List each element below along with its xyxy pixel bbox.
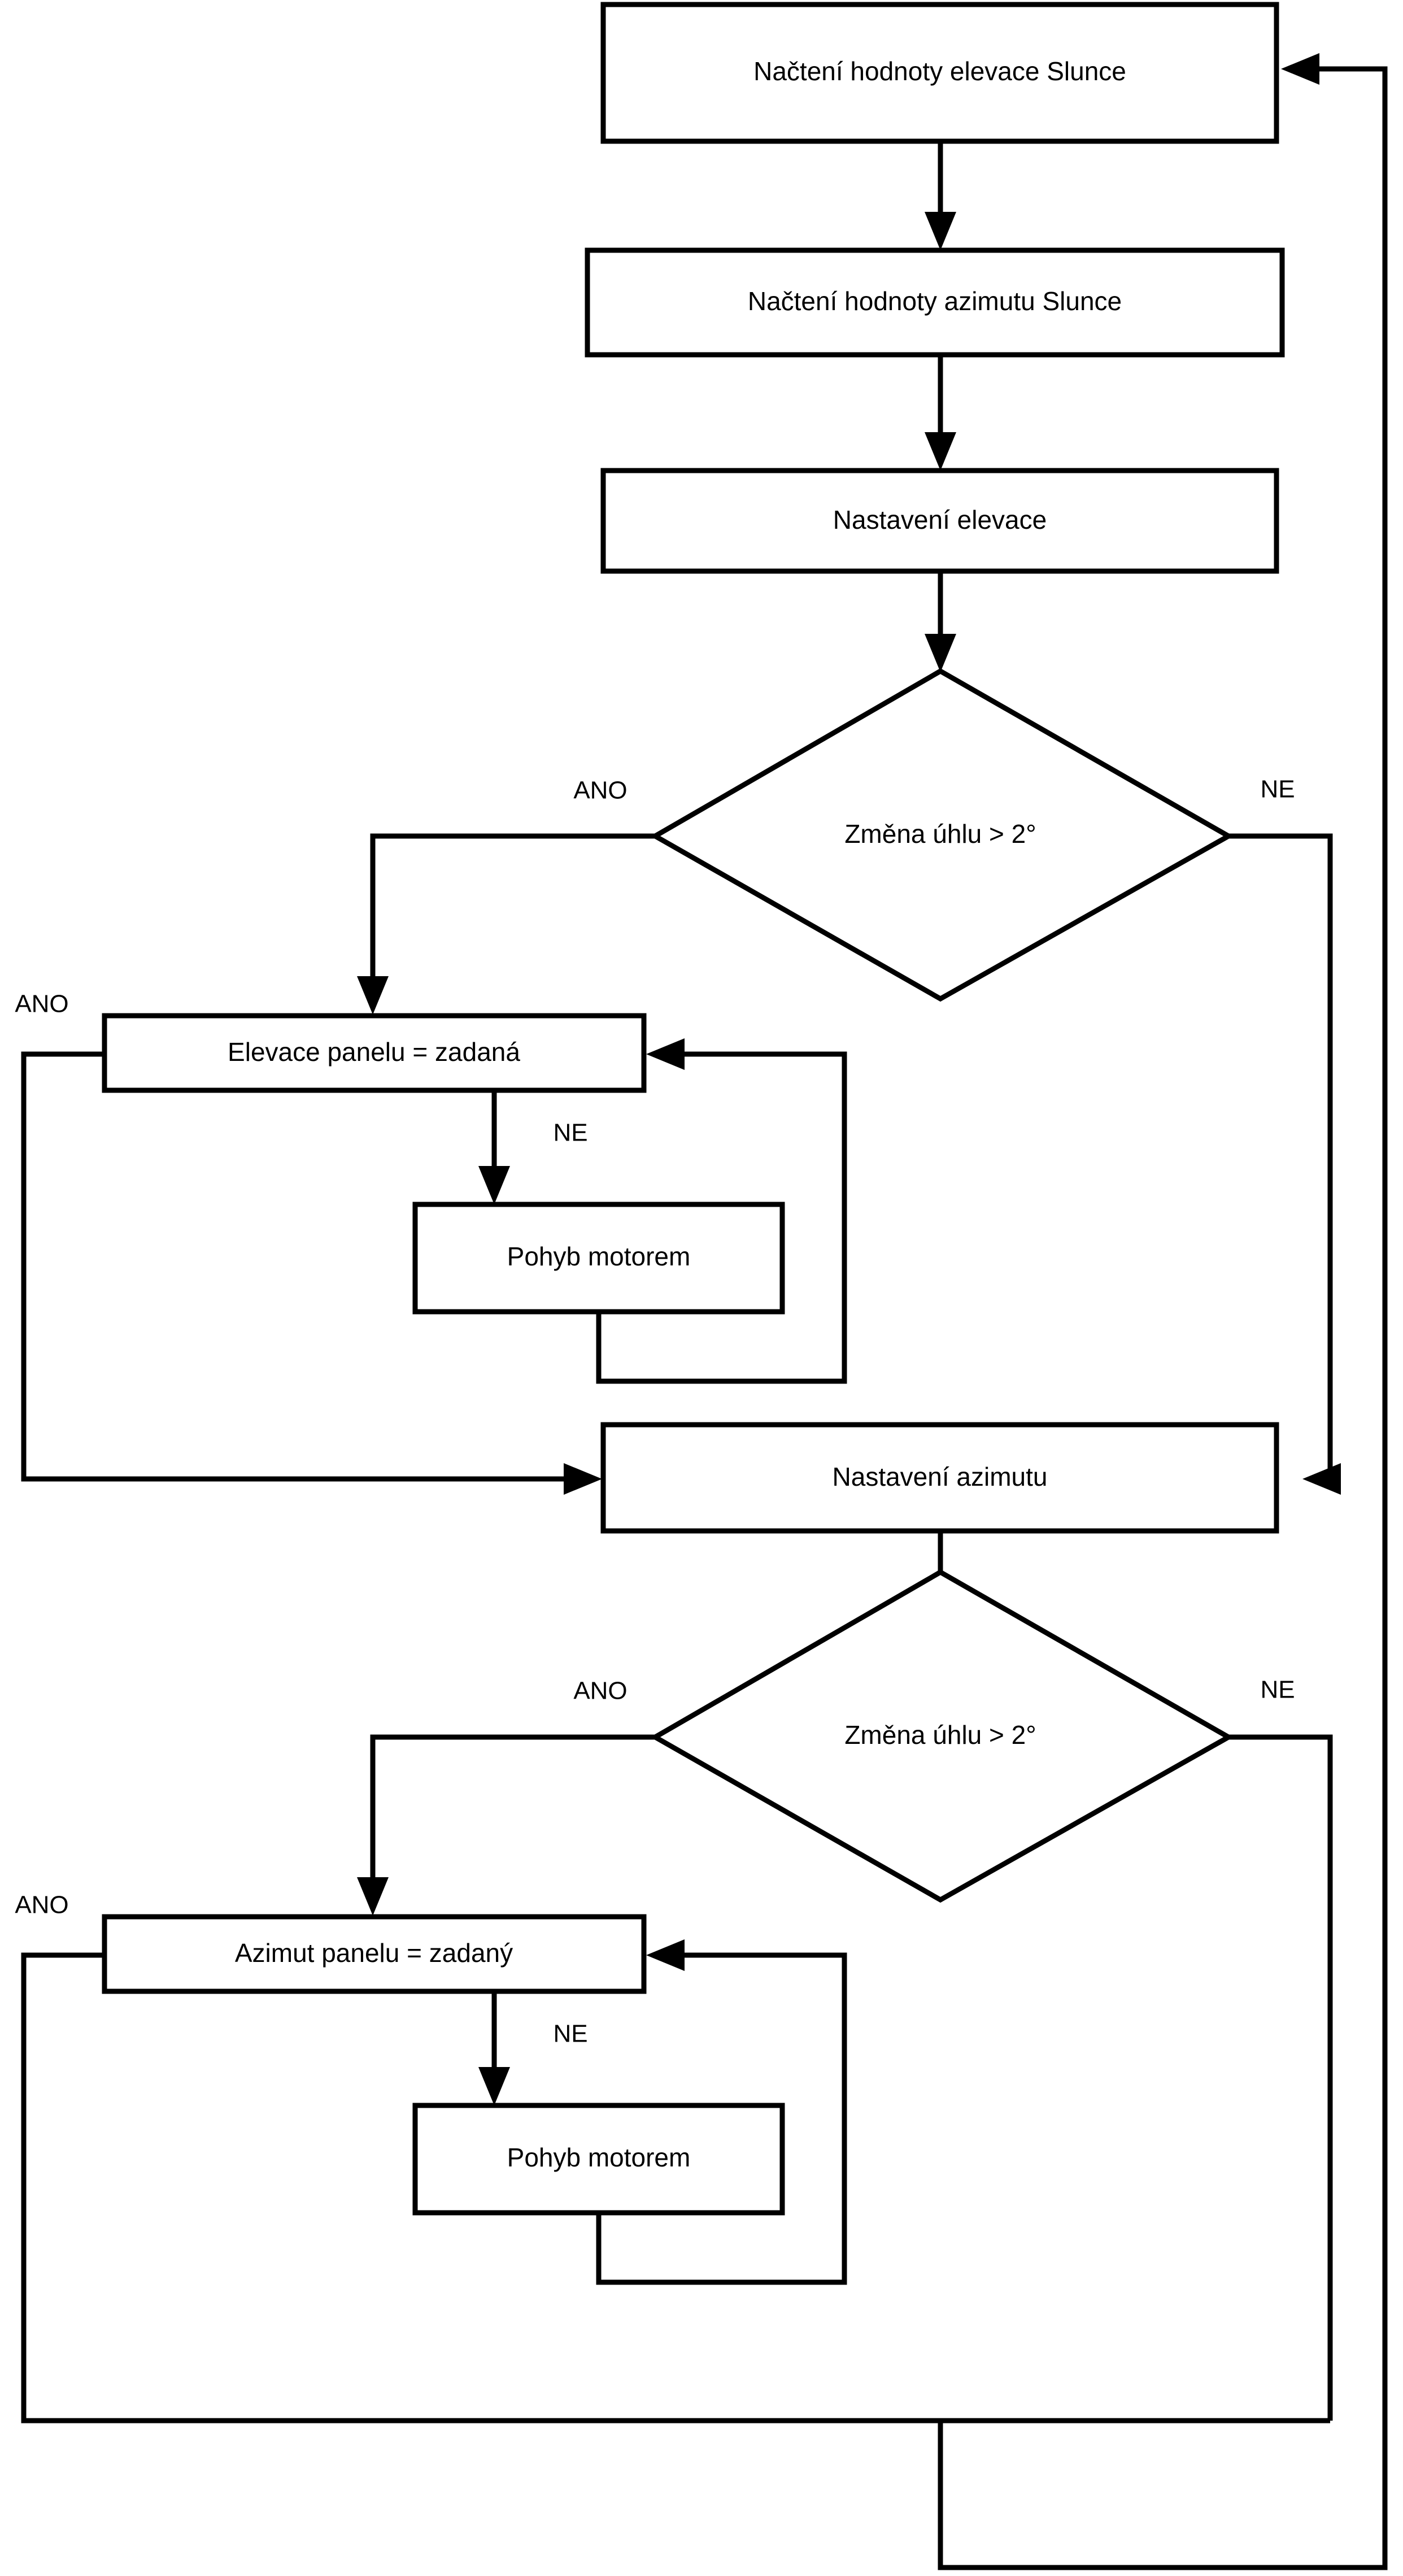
edge-label-decision-elevation-no: NE <box>1260 776 1295 803</box>
arrow-head-icon <box>925 432 956 471</box>
edge-label-panel-azimuth-no: NE <box>553 2020 587 2048</box>
arrow-head-icon <box>646 1038 685 1070</box>
node-read-azimuth-label: Načtení hodnoty azimutu Slunce <box>748 286 1122 316</box>
arrow-head-icon <box>357 976 389 1015</box>
node-set-elevation[interactable] <box>600 468 1279 574</box>
edge-panel-azimuth-yes <box>21 1952 1330 2423</box>
edge-return-to-start <box>938 66 1388 2570</box>
edge-motor-elevation-loop-back <box>596 1051 847 1384</box>
edge-label-decision-azimuth-yes: ANO <box>573 1677 627 1705</box>
arrow-head-icon <box>478 2067 510 2105</box>
node-decision-elevation[interactable] <box>650 668 1234 1002</box>
edge-label-panel-azimuth-yes: ANO <box>15 1891 68 1919</box>
edge-panel-elevation-yes <box>21 1051 576 1482</box>
node-panel-elevation-set[interactable] <box>102 1013 647 1093</box>
arrow-head-icon <box>1302 1463 1341 1495</box>
edge-decision-elevation-no <box>1228 833 1333 1479</box>
node-read-elevation[interactable] <box>600 2 1279 144</box>
node-decision-elevation-label: Změna úhlu > 2° <box>844 819 1036 848</box>
node-motor-move-azimuth-label: Pohyb motorem <box>507 2143 691 2172</box>
arrow-head-icon <box>925 634 956 672</box>
node-motor-move-elevation[interactable] <box>412 1202 785 1315</box>
edge-label-decision-azimuth-no: NE <box>1260 1676 1295 1704</box>
arrow-head-icon <box>564 1463 602 1495</box>
node-motor-move-elevation-label: Pohyb motorem <box>507 1242 691 1271</box>
arrow-head-icon <box>925 212 956 250</box>
node-motor-move-azimuth[interactable] <box>412 2103 785 2216</box>
node-panel-azimuth-set-label: Azimut panelu = zadaný <box>235 1938 513 1968</box>
arrow-head-icon <box>478 1166 510 1204</box>
edge-decision-azimuth-yes <box>370 1734 655 1890</box>
node-set-azimuth[interactable] <box>600 1422 1279 1534</box>
node-read-azimuth[interactable] <box>585 247 1285 358</box>
edge-label-panel-elevation-no: NE <box>553 1119 587 1147</box>
edge-motor-azimuth-loop-back <box>596 1952 847 2285</box>
node-set-azimuth-label: Nastavení azimutu <box>833 1462 1048 1491</box>
node-decision-azimuth-label: Změna úhlu > 2° <box>844 1720 1036 1750</box>
node-panel-azimuth-set[interactable] <box>102 1914 647 1994</box>
node-set-elevation-label: Nastavení elevace <box>833 505 1047 534</box>
arrow-head-icon <box>646 1939 685 1971</box>
node-decision-azimuth[interactable] <box>650 1569 1234 1903</box>
edge-decision-azimuth-no <box>1228 1734 1333 2421</box>
edge-decision-elevation-yes <box>370 833 655 989</box>
arrow-head-icon <box>357 1877 389 1916</box>
edge-label-panel-elevation-yes: ANO <box>15 990 68 1018</box>
arrow-head-icon <box>1281 53 1319 85</box>
edge-label-decision-elevation-yes: ANO <box>573 777 627 804</box>
node-read-elevation-label: Načtení hodnoty elevace Slunce <box>753 56 1126 86</box>
node-panel-elevation-set-label: Elevace panelu = zadaná <box>228 1037 520 1067</box>
